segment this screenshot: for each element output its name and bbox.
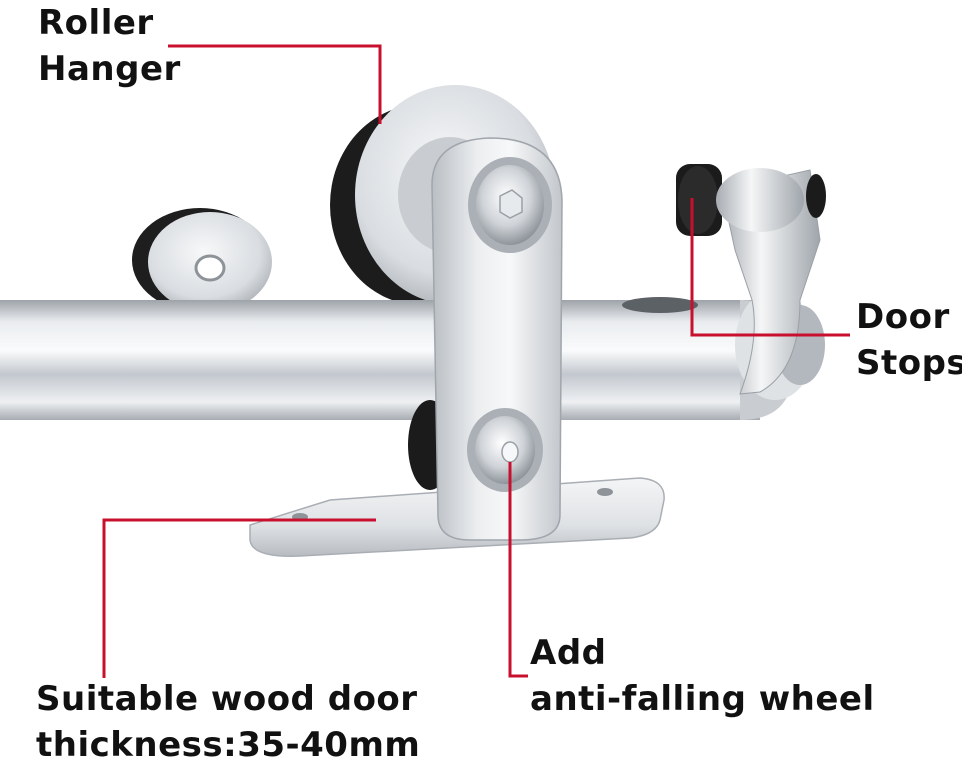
door-stops-label: Door Stops xyxy=(856,294,962,386)
callout-line-stops xyxy=(690,198,850,337)
thickness-line-2: thickness:35-40mm xyxy=(36,725,421,765)
door-stops-line-1: Door xyxy=(856,297,950,337)
callout-lines xyxy=(102,44,850,678)
thickness-line-1: Suitable wood door xyxy=(36,679,418,719)
roller-hanger-label: Roller Hanger xyxy=(38,0,181,92)
track-rail xyxy=(0,290,825,420)
anti-falling-wheel-label: Add anti-falling wheel xyxy=(530,630,875,722)
door-stop xyxy=(676,164,826,395)
roller-hanger-line-1: Roller xyxy=(38,3,154,43)
door-stops-line-2: Stops xyxy=(856,343,962,383)
spacer-wheel xyxy=(132,208,272,312)
callout-line-thickness xyxy=(102,518,376,678)
anti-falling-line-1: Add xyxy=(530,633,607,673)
hanger-plate xyxy=(431,137,563,541)
anti-falling-line-2: anti-falling wheel xyxy=(530,679,875,719)
callout-line-wheel xyxy=(508,462,528,678)
door-thickness-label: Suitable wood door thickness:35-40mm xyxy=(36,676,420,768)
roller-hanger-line-2: Hanger xyxy=(38,49,181,89)
callout-line-roller xyxy=(168,44,382,124)
